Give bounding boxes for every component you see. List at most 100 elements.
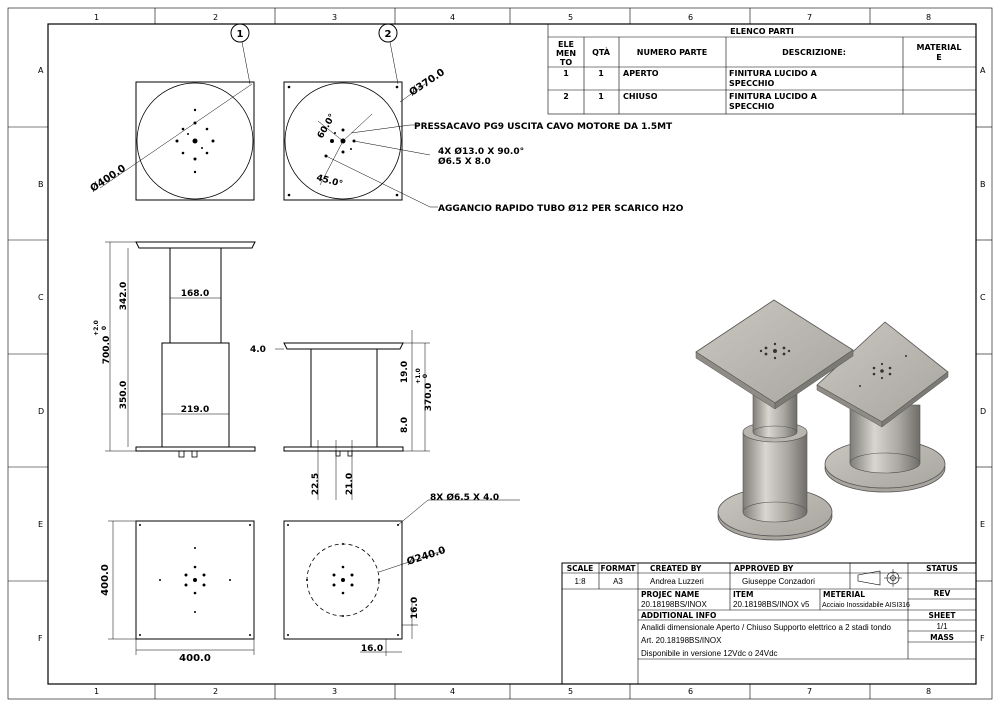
top-view-open: Ø400.0	[88, 81, 255, 201]
col-label: 2	[213, 13, 218, 22]
label-sheet: SHEET	[928, 611, 956, 620]
col-label: 5	[568, 13, 573, 22]
dim-d700-tol2: 0	[101, 326, 108, 330]
balloon-1-label: 1	[237, 29, 244, 40]
dim-d370-tol: +1.0	[415, 368, 422, 384]
row-label: D	[38, 407, 44, 416]
value-format: A3	[613, 577, 623, 586]
row-label: C	[38, 293, 44, 302]
col-label: 2	[213, 687, 218, 696]
row-label: E	[38, 520, 43, 529]
col-label: 3	[332, 687, 337, 696]
outer-frame	[7, 7, 993, 700]
label-material: METERIAL	[823, 590, 865, 599]
dim-a45: 45.0°	[315, 173, 343, 190]
label-created-by: CREATED BY	[650, 564, 702, 573]
row-label: C	[980, 293, 986, 302]
dim-d240: Ø240.0	[405, 544, 447, 568]
dim-d16h: 16.0	[361, 644, 383, 654]
label-mass: MASS	[930, 633, 954, 642]
dim-a60: 60.0°	[316, 112, 338, 140]
row-desc: SPECCHIO	[729, 102, 775, 111]
dim-d219: 219.0	[181, 405, 209, 415]
label-rev: REV	[934, 589, 951, 598]
row-desc: SPECCHIO	[729, 79, 775, 88]
front-view-closed: 4.0 19.0 8.0 370.0 +1.0 0 22.5 21.0	[250, 330, 434, 500]
dim-d350: 350.0	[119, 381, 129, 409]
grid-labels: 1 2 3 4 5 6 7 8 1 2 3 4 5 6 7 8 A B C D …	[38, 13, 986, 696]
dim-d370: Ø370.0	[407, 66, 447, 98]
bottom-view-closed: 8X Ø6.5 X 4.0 Ø240.0 16.0 16.0	[283, 492, 520, 656]
label-scale: SCALE	[567, 564, 594, 573]
dim-d700: 700.0	[102, 336, 112, 364]
dim-d16v: 16.0	[410, 597, 420, 619]
parts-list-table: ELENCO PARTI ELE MEN TO QTÀ NUMERO PARTE…	[547, 23, 977, 115]
label-project-name: PROJEC NAME	[641, 590, 699, 599]
dim-d4: 4.0	[250, 345, 266, 355]
dim-d21: 21.0	[345, 473, 355, 495]
col-label: 7	[807, 687, 812, 696]
header-description: DESCRIZIONE:	[782, 48, 846, 57]
col-label: 1	[94, 687, 99, 696]
value-material: Acciaio Inossidabile AISI316	[822, 602, 910, 609]
header-material: E	[936, 53, 941, 62]
col-label: 8	[926, 687, 931, 696]
dim-holes4-line2: Ø6.5 X 8.0	[438, 156, 491, 167]
row-label: A	[38, 66, 44, 75]
dim-d700-tol: +2.0	[93, 320, 100, 336]
row-part: APERTO	[623, 69, 659, 78]
top-view-closed: Ø370.0 60.0° 45.0°	[283, 66, 447, 208]
dim-d370-tol2: 0	[422, 374, 429, 378]
row-label: B	[980, 180, 986, 189]
header-qty: QTÀ	[592, 46, 611, 57]
col-label: 8	[926, 13, 931, 22]
balloon-2-label: 2	[385, 29, 392, 40]
col-label: 5	[568, 687, 573, 696]
dim-d342: 342.0	[119, 282, 129, 310]
row-label: F	[980, 634, 985, 643]
dim-d168: 168.0	[181, 289, 209, 299]
label-status: STATUS	[926, 564, 958, 573]
col-label: 6	[688, 13, 693, 22]
row-desc: FINITURA LUCIDO A	[729, 92, 818, 101]
dim-d8: 8.0	[400, 417, 410, 433]
balloon-1: 1	[230, 23, 251, 85]
dim-holes8: 8X Ø6.5 X 4.0	[430, 492, 499, 503]
row-label: A	[980, 66, 986, 75]
dim-d400v: 400.0	[100, 564, 111, 596]
col-label: 7	[807, 13, 812, 22]
row-label: E	[980, 520, 985, 529]
label-format: FORMAT	[600, 564, 636, 573]
grid-ticks	[8, 8, 992, 699]
row-desc: FINITURA LUCIDO A	[729, 69, 818, 78]
row-qty: 1	[598, 92, 604, 101]
dim-d400: Ø400.0	[88, 162, 128, 194]
row-item: 2	[563, 92, 569, 101]
bottom-view-open: 400.0 400.0	[100, 520, 255, 664]
row-item: 1	[563, 69, 569, 78]
col-label: 6	[688, 687, 693, 696]
note-quick-coupling: AGGANCIO RAPIDO TUBO Ø12 PER SCARICO H2O	[438, 203, 684, 214]
value-info-line1: Analidi dimensionale Aperto / Chiuso Sup…	[641, 623, 891, 632]
row-label: D	[980, 407, 986, 416]
dim-d400h: 400.0	[179, 653, 211, 664]
value-info-line2: Art. 20.18198BS/INOX	[641, 636, 722, 645]
header-item: ELE	[558, 40, 574, 49]
col-label: 1	[94, 13, 99, 22]
value-info-line3: Disponibile in versione 12Vdc o 24Vdc	[641, 649, 778, 658]
label-item: ITEM	[733, 590, 754, 599]
value-project-name: 20.18198BS/INOX	[641, 600, 707, 609]
value-sheet: 1/1	[936, 622, 948, 631]
value-scale: 1:8	[574, 577, 586, 586]
projection-symbol	[857, 569, 902, 587]
dim-d19: 19.0	[400, 361, 410, 383]
note-cable-gland: PRESSACAVO PG9 USCITA CAVO MOTORE DA 1.5…	[414, 122, 673, 132]
row-qty: 1	[598, 69, 604, 78]
col-label: 3	[332, 13, 337, 22]
value-item: 20.18198BS/INOX v5	[733, 600, 810, 609]
front-view-open: 168.0 219.0 342.0 350.0 700.0 +2.0 0	[93, 241, 256, 458]
dim-d370h: 370.0	[424, 383, 434, 411]
parts-list-title: ELENCO PARTI	[730, 27, 794, 36]
value-created-by: Andrea Luzzeri	[650, 577, 704, 586]
